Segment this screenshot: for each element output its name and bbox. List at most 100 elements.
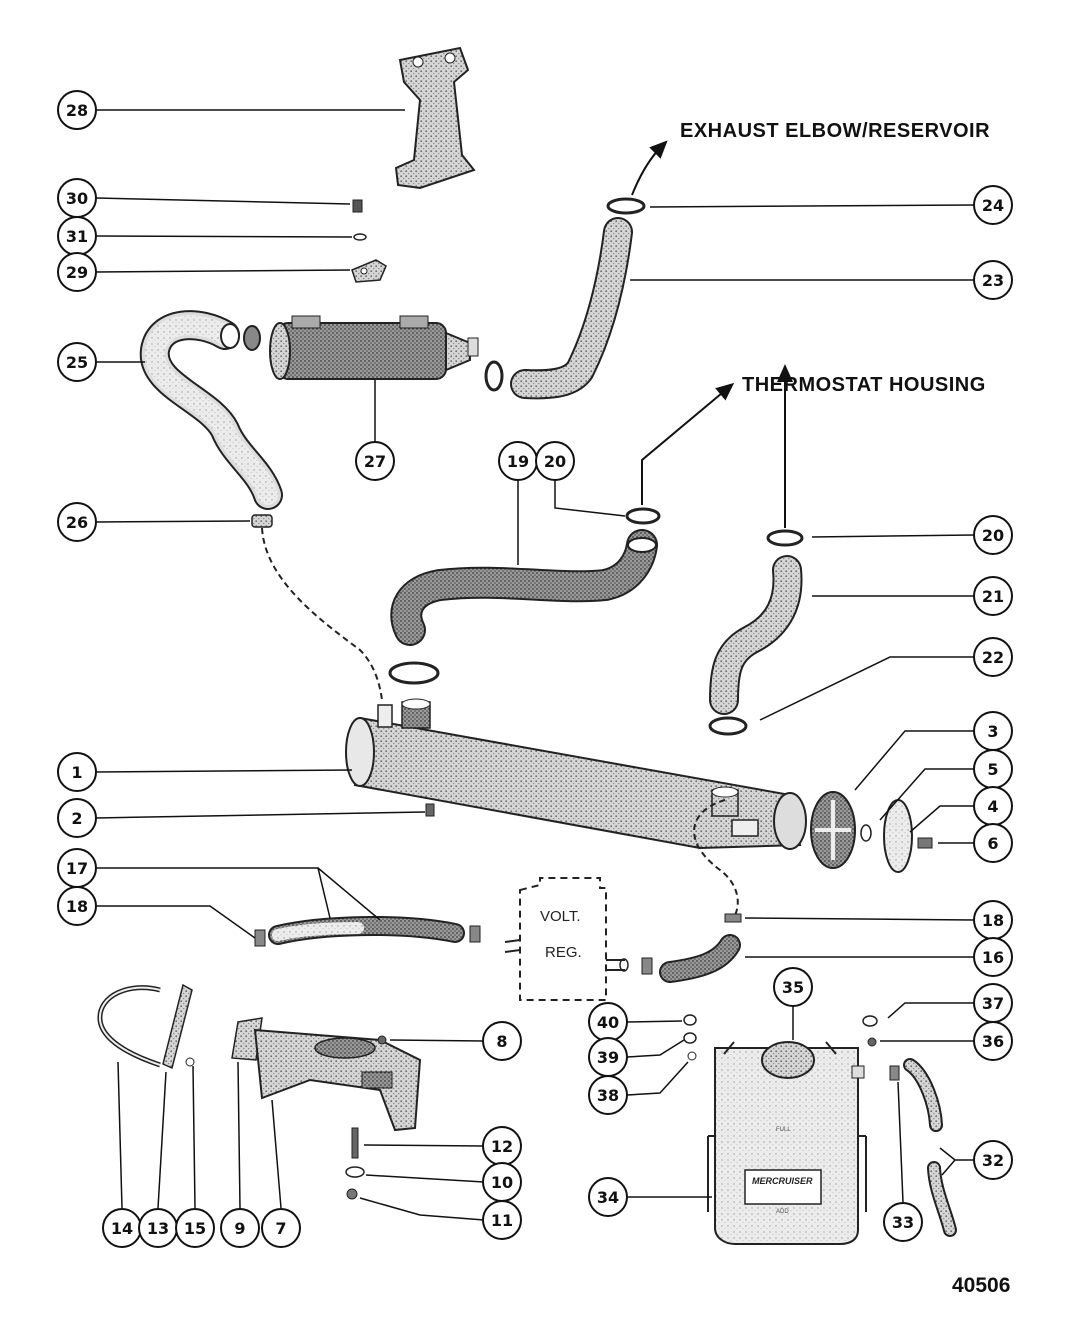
callout-28-number: 28 <box>66 101 88 120</box>
callout-7-number: 7 <box>275 1219 286 1238</box>
strap-part-13 <box>162 983 193 1070</box>
callout-23-number: 23 <box>982 271 1004 290</box>
dashed-route-26 <box>261 527 383 701</box>
callout-16-number: 16 <box>982 948 1004 967</box>
callout-22: 22 <box>973 637 1013 677</box>
callout-17: 17 <box>57 848 97 888</box>
callout-4-number: 4 <box>987 797 998 816</box>
callout-20-upper: 20 <box>535 441 575 481</box>
pad-part-9 <box>231 1017 263 1061</box>
callout-40: 40 <box>588 1002 628 1042</box>
callout-13: 13 <box>138 1208 178 1248</box>
screw-part-6 <box>917 837 933 849</box>
o-ring-part-5 <box>860 824 872 842</box>
callout-10-number: 10 <box>491 1173 513 1192</box>
screw-part-30 <box>352 199 363 213</box>
callout-27: 27 <box>355 441 395 481</box>
nut-part-8 <box>377 1035 387 1045</box>
reservoir-cap-part-35 <box>761 1041 815 1079</box>
washer-part-10 <box>345 1166 365 1178</box>
clip-part-37 <box>862 1015 878 1027</box>
hose-part-17 <box>268 916 465 945</box>
callout-27-number: 27 <box>364 452 386 471</box>
callout-23: 23 <box>973 260 1013 300</box>
callout-19: 19 <box>498 441 538 481</box>
nut-part-36 <box>867 1037 877 1047</box>
callout-13-number: 13 <box>147 1219 169 1238</box>
mounting-bracket-part-7 <box>253 1028 422 1132</box>
callout-34-number: 34 <box>597 1188 619 1207</box>
leader-lines <box>95 109 975 1221</box>
callout-32: 32 <box>973 1140 1013 1180</box>
heat-exchanger-part-1 <box>345 698 807 850</box>
fitting-part-26 <box>251 514 273 528</box>
figure-number: 40506 <box>952 1274 1010 1297</box>
bracket-part-28 <box>394 46 476 190</box>
cooler-part-27 <box>220 315 479 380</box>
callout-25: 25 <box>57 342 97 382</box>
callout-31-number: 31 <box>66 227 88 246</box>
callout-29: 29 <box>57 252 97 292</box>
callout-30: 30 <box>57 178 97 218</box>
stud-part-12 <box>351 1127 359 1159</box>
callout-9: 9 <box>220 1208 260 1248</box>
callout-22-number: 22 <box>982 648 1004 667</box>
clamp-part-22 <box>708 716 748 736</box>
callout-20-right-number: 20 <box>982 526 1004 545</box>
callout-19-number: 19 <box>507 452 529 471</box>
dashed-route-18 <box>693 799 739 916</box>
callout-37: 37 <box>973 983 1013 1023</box>
clamp-part-18-left <box>254 929 266 947</box>
callout-17-number: 17 <box>66 859 88 878</box>
callout-18-left-number: 18 <box>66 897 88 916</box>
ring-part-40 <box>683 1014 697 1026</box>
callout-6-number: 6 <box>987 834 998 853</box>
small-clamp-near-reg <box>641 957 653 975</box>
clamp-part-33 <box>889 1065 900 1081</box>
hose-part-16 <box>659 934 741 983</box>
callout-11-number: 11 <box>491 1211 513 1230</box>
volt-reg-label-line1: VOLT. <box>540 908 581 925</box>
drain-plug-part-2 <box>425 803 435 817</box>
callout-14: 14 <box>102 1208 142 1248</box>
callout-30-number: 30 <box>66 189 88 208</box>
clamp-hose-17-right <box>469 925 481 943</box>
callout-36-number: 36 <box>982 1032 1004 1051</box>
callout-2: 2 <box>57 798 97 838</box>
callout-28: 28 <box>57 90 97 130</box>
callout-40-number: 40 <box>597 1013 619 1032</box>
nut-part-15 <box>185 1057 195 1067</box>
callout-18-left: 18 <box>57 886 97 926</box>
callout-36: 36 <box>973 1021 1013 1061</box>
callout-11: 11 <box>482 1200 522 1240</box>
callout-10: 10 <box>482 1162 522 1202</box>
callout-39-number: 39 <box>597 1048 619 1067</box>
volt-reg-label-line2: REG. <box>545 944 582 961</box>
callout-5: 5 <box>973 749 1013 789</box>
callout-20-right: 20 <box>973 515 1013 555</box>
u-bolt-part-14 <box>97 985 161 1068</box>
callout-18-right-number: 18 <box>982 911 1004 930</box>
callout-35-number: 35 <box>782 978 804 997</box>
callout-24-number: 24 <box>982 196 1004 215</box>
callout-7: 7 <box>261 1208 301 1248</box>
callout-8: 8 <box>482 1021 522 1061</box>
callout-34: 34 <box>588 1177 628 1217</box>
callout-4: 4 <box>973 786 1013 826</box>
callout-26: 26 <box>57 502 97 542</box>
nut-part-38 <box>687 1051 697 1061</box>
callout-25-number: 25 <box>66 353 88 372</box>
callout-24: 24 <box>973 185 1013 225</box>
callout-3-number: 3 <box>987 722 998 741</box>
callout-5-number: 5 <box>987 760 998 779</box>
callout-3: 3 <box>973 711 1013 751</box>
callout-14-number: 14 <box>111 1219 133 1238</box>
washer-part-31 <box>353 233 367 241</box>
callout-9-number: 9 <box>234 1219 245 1238</box>
callout-15: 15 <box>175 1208 215 1248</box>
callout-circles: 28 30 31 29 25 27 24 23 19 20 26 20 21 2… <box>57 90 1013 1248</box>
callout-37-number: 37 <box>982 994 1004 1013</box>
coolant-reservoir-part-34: MERCRUISER FULL ADD <box>707 1041 867 1245</box>
